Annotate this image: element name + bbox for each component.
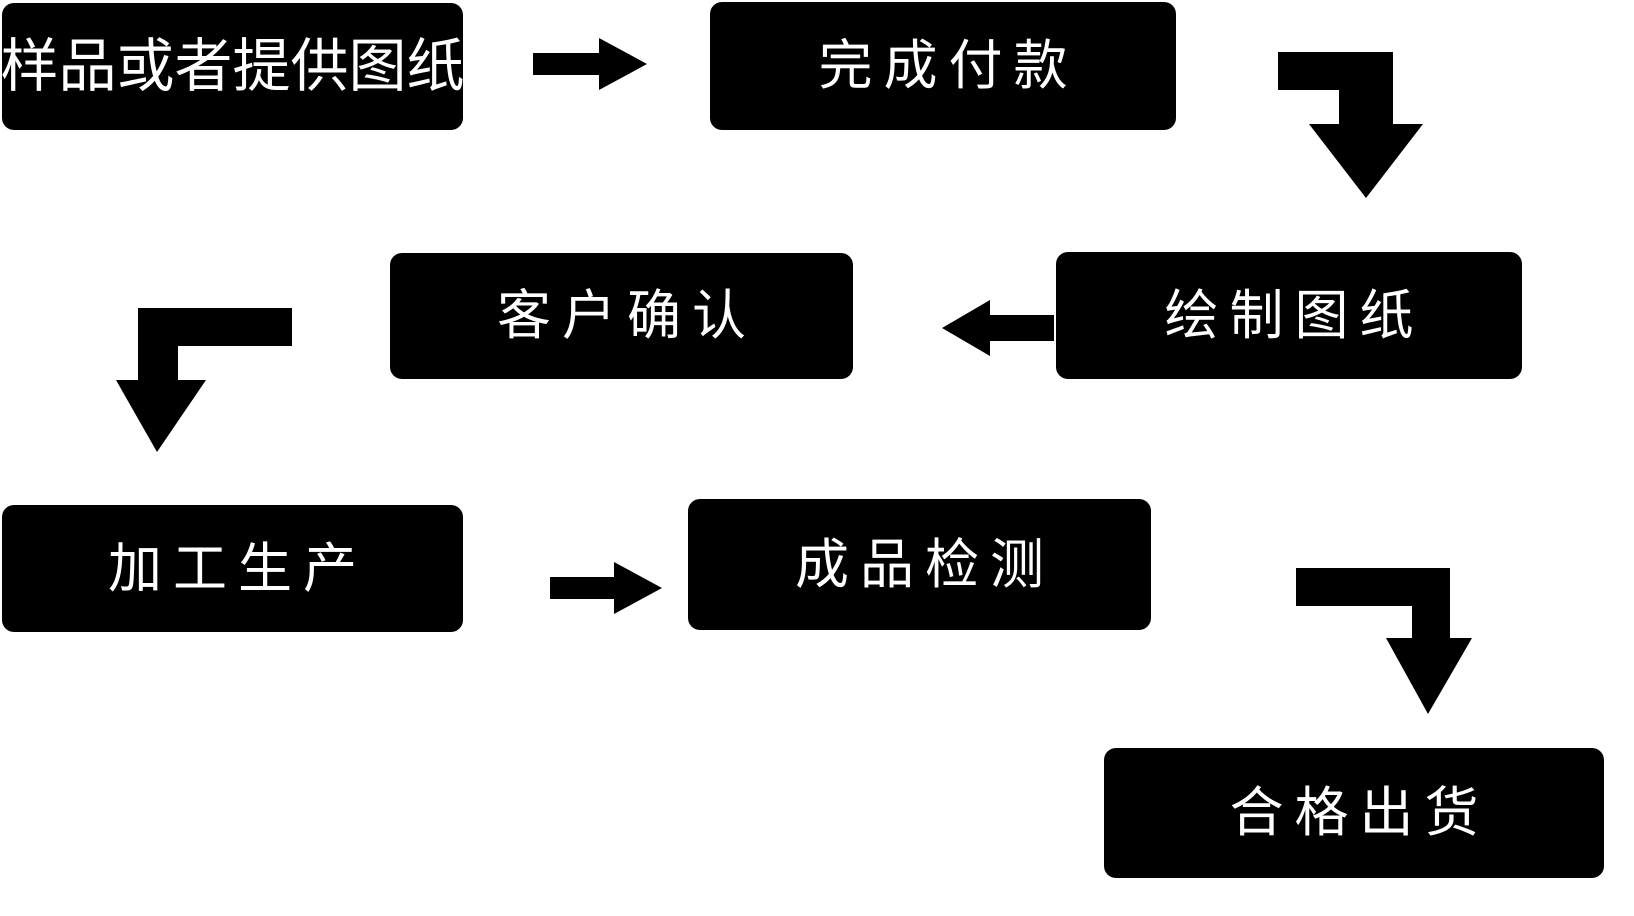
arrow-right-production-to-inspection bbox=[550, 562, 662, 614]
flow-node-sample[interactable]: 样品或者提供图纸 bbox=[0, 3, 465, 130]
arrow-elbow-down-inspection-to-shipment bbox=[1296, 568, 1476, 714]
flow-node-payment-label: 完成付款 bbox=[818, 36, 1079, 96]
flow-node-shipment-label: 合格出货 bbox=[1229, 783, 1490, 843]
arrow-left-drawing-to-confirm bbox=[942, 300, 1054, 356]
flow-node-drawing[interactable]: 绘制图纸 bbox=[1056, 252, 1522, 379]
flow-node-confirm[interactable]: 客户确认 bbox=[390, 253, 853, 379]
arrow-elbow-down-payment-to-drawing bbox=[1278, 52, 1458, 198]
flow-node-production-label: 加工生产 bbox=[108, 538, 368, 599]
arrow-right-sample-to-payment bbox=[533, 38, 647, 90]
flow-node-shipment[interactable]: 合格出货 bbox=[1104, 748, 1604, 878]
flow-node-inspection[interactable]: 成品检测 bbox=[688, 499, 1151, 630]
flow-node-payment[interactable]: 完成付款 bbox=[710, 2, 1176, 130]
flow-node-drawing-label: 绘制图纸 bbox=[1164, 285, 1425, 346]
flow-node-confirm-label: 客户确认 bbox=[497, 286, 757, 346]
flow-node-inspection-label: 成品检测 bbox=[795, 534, 1055, 595]
flow-node-sample-label: 样品或者提供图纸 bbox=[0, 33, 465, 99]
flow-node-production[interactable]: 加工生产 bbox=[2, 505, 463, 632]
arrow-elbow-down-confirm-to-production bbox=[116, 308, 296, 452]
